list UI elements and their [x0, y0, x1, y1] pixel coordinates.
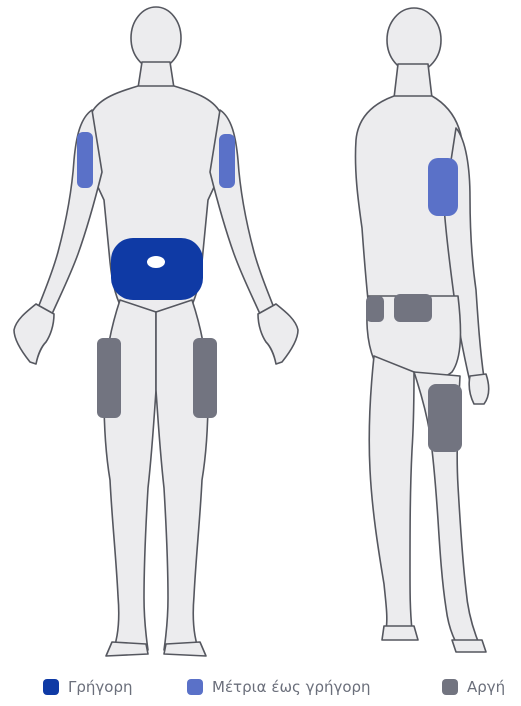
navel-marker [147, 256, 165, 268]
legend-item-medium: Μέτρια έως γρήγορη [187, 676, 371, 698]
legend-label-medium: Μέτρια έως γρήγορη [212, 678, 371, 696]
legend-label-fast: Γρήγορη [68, 678, 132, 696]
back-neck [394, 64, 432, 98]
legend-swatch-medium [187, 679, 203, 695]
front-head [131, 7, 181, 69]
legend-swatch-slow [442, 679, 458, 695]
legend-swatch-fast [43, 679, 59, 695]
front-left-thigh-zone [97, 338, 121, 418]
legend-item-slow: Αργή [442, 676, 505, 698]
front-left-upper-arm-zone [77, 132, 93, 188]
front-left-foot [106, 642, 148, 656]
back-left-foot [382, 626, 418, 640]
front-right-upper-arm-zone [219, 134, 235, 188]
back-hand [469, 374, 489, 404]
back-right-hip-zone [394, 294, 432, 322]
back-head [387, 8, 441, 72]
back-left-hip-zone [366, 296, 384, 322]
back-right-foot [452, 640, 486, 652]
back-thigh-zone [428, 384, 462, 452]
back-upper-arm-zone [428, 158, 458, 216]
legend-label-slow: Αργή [467, 678, 505, 696]
front-right-thigh-zone [193, 338, 217, 418]
legend: Γρήγορη Μέτρια έως γρήγορη Αργή [0, 672, 521, 702]
front-neck [138, 62, 174, 88]
front-abdomen-zone [111, 238, 203, 300]
front-right-foot [164, 642, 206, 656]
legend-item-fast: Γρήγορη [43, 676, 132, 698]
